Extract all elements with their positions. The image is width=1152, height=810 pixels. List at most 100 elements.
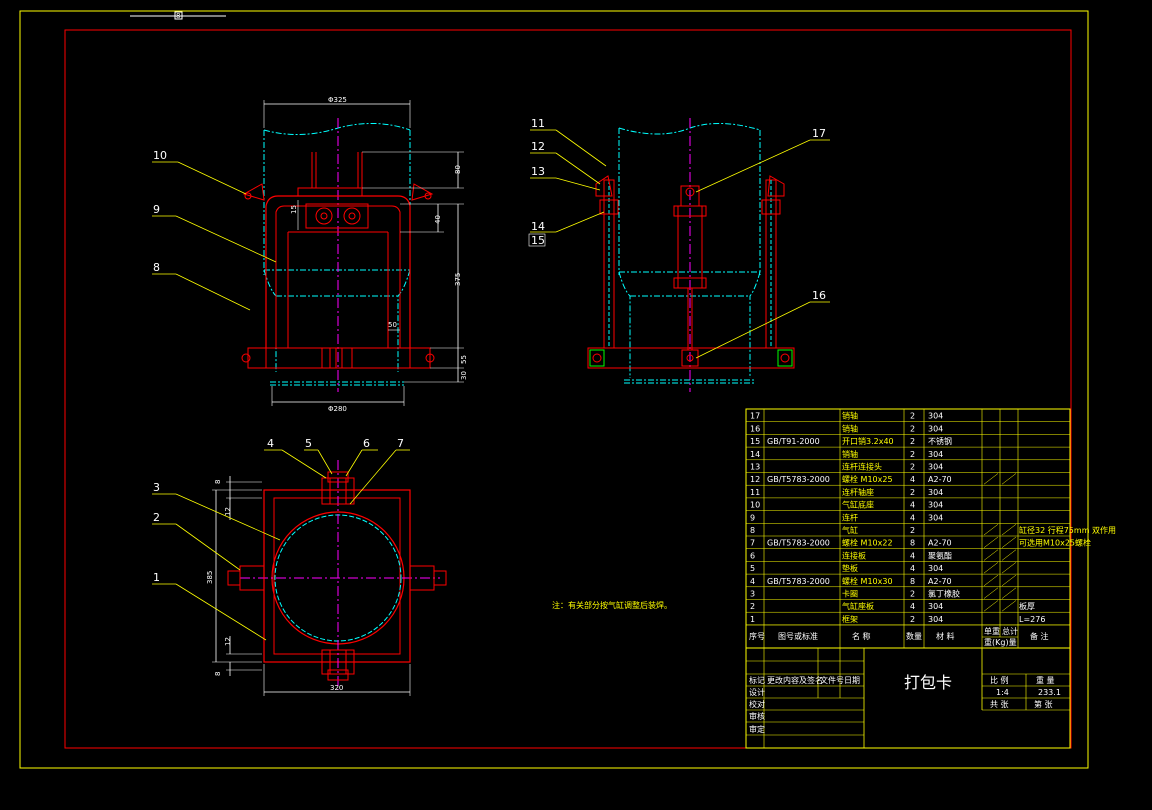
bom-row-no: 2 (750, 602, 755, 611)
callout-12: 12 (531, 140, 545, 153)
bom-row-name: 连接板 (842, 550, 866, 560)
dim-top-height-385: 385 (206, 571, 214, 584)
bom-row-qty: 2 (910, 488, 915, 497)
tb-scale-value: 1:4 (996, 688, 1009, 697)
bom-row-name: 卡圈 (842, 589, 858, 599)
bom-row-material: 304 (928, 463, 943, 472)
bom-header-weight: 重(Kg)量 (984, 637, 1017, 647)
callout-9: 9 (153, 203, 160, 216)
dim-h375: 375 (454, 273, 462, 286)
callout-13: 13 (531, 165, 545, 178)
bom-row-no: 14 (750, 450, 760, 459)
bom-header-no: 序号 (749, 631, 765, 641)
bom-header-qty: 数量 (906, 631, 922, 641)
bom-row-no: 12 (750, 475, 760, 484)
bom-row-material: 聚氨酯 (928, 550, 952, 560)
dim-bottom-width: Φ280 (328, 405, 347, 413)
bom-row-no: 1 (750, 615, 755, 624)
callout-3: 3 (153, 481, 160, 494)
bom-row-qty: 2 (910, 463, 915, 472)
bom-row-material: 304 (928, 602, 943, 611)
bom-row-no: 7 (750, 539, 755, 548)
top-view: 320 385 8 12 12 8 4 5 6 7 3 2 (152, 437, 447, 696)
bom-row-name: 垫板 (842, 563, 858, 573)
bom-row-code: GB/T5783-2000 (767, 577, 830, 586)
dim-h30: 30 (460, 371, 468, 380)
bom-row-material: 304 (928, 513, 943, 522)
bom-row-no: 15 (750, 437, 760, 446)
dim-top-width: Φ325 (328, 96, 347, 104)
bom-row-material: 304 (928, 615, 943, 624)
tb-row-approve: 审定 (749, 724, 765, 734)
bom-row-no: 10 (750, 501, 760, 510)
view-bar[interactable]: 8 (130, 11, 226, 20)
bom-row-code: GB/T91-2000 (767, 437, 820, 446)
bom-row-no: 13 (750, 463, 760, 472)
callout-4: 4 (267, 437, 274, 450)
bom-row-name: 框架 (842, 614, 858, 624)
bom-row-qty: 8 (910, 577, 915, 586)
bom-header-code: 图号或标准 (778, 631, 818, 641)
callout-17: 17 (812, 127, 826, 140)
dim-d8-bottom: 8 (214, 672, 222, 676)
bom-row-name: 连杆轴座 (842, 487, 874, 497)
bom-row-remark: 板厚 (1019, 601, 1035, 611)
title-block: 标记 设计 校对 审核 审定 更改内容及签名 文件号 日期 打包卡 比 例 重 … (745, 647, 1071, 749)
bom-row-qty: 2 (910, 450, 915, 459)
tb-weight-value: 233.1 (1038, 688, 1061, 697)
callout-11: 11 (531, 117, 545, 130)
dim-d15: 15 (290, 205, 298, 214)
callout-7: 7 (397, 437, 404, 450)
bom-header-name: 名 称 (852, 631, 871, 641)
bom-row-no: 6 (750, 551, 755, 560)
bom-row-material: 304 (928, 488, 943, 497)
bom-header-total: 总计 (1002, 626, 1018, 636)
callout-5: 5 (305, 437, 312, 450)
bom-row-name: 开口销3.2x40 (842, 436, 894, 446)
bom-row-no: 3 (750, 590, 755, 599)
bom-row-no: 11 (750, 488, 760, 497)
bom-row-material: 304 (928, 424, 943, 433)
bom-row-material: 304 (928, 501, 943, 510)
bom-row-name: 连杆 (842, 512, 858, 522)
bom-row-code: GB/T5783-2000 (767, 475, 830, 484)
dim-d8-top: 8 (214, 480, 222, 484)
callout-8: 8 (153, 261, 160, 274)
bom-row-name: 气缸座板 (842, 601, 874, 611)
drawing-title: 打包卡 (904, 673, 952, 692)
callout-6: 6 (363, 437, 370, 450)
bom-row-no: 16 (750, 424, 760, 433)
bom-row-remark: 缸径32 行程75mm 双作用 (1019, 525, 1116, 535)
dim-h80: 80 (454, 165, 462, 174)
tb-weight-label: 重 量 (1036, 675, 1055, 685)
callout-10: 10 (153, 149, 167, 162)
bom-row-no: 5 (750, 564, 755, 573)
bom-row-no: 17 (750, 412, 760, 421)
tb-col-file: 文件号 (820, 675, 844, 685)
tb-col-change: 更改内容及签名 (767, 675, 823, 685)
bom-row-remark: 可选用M10x25螺栓 (1019, 538, 1091, 548)
bom-row-name: 气缸底座 (842, 500, 874, 510)
bom-row-name: 气缸 (842, 525, 858, 535)
bom-header-material: 材 料 (936, 631, 955, 641)
bom-row-material: 304 (928, 564, 943, 573)
bom-row-code: GB/T5783-2000 (767, 539, 830, 548)
bom-row-qty: 4 (910, 602, 915, 611)
bom-row-name: 螺栓 M10x25 (842, 474, 893, 484)
bom-row-no: 9 (750, 513, 755, 522)
front-view: Φ325 Φ280 80 40 375 55 30 50 15 10 9 (152, 96, 468, 413)
bom-row-material: A2-70 (928, 475, 952, 484)
bom-row-name: 销轴 (842, 449, 858, 459)
bom-row-material: 304 (928, 412, 943, 421)
outer-frame (19, 10, 1089, 769)
bom-row-qty: 8 (910, 539, 915, 548)
dim-d12-bottom: 12 (224, 637, 232, 646)
bom-row-no: 4 (750, 577, 755, 586)
bom-row-qty: 4 (910, 551, 915, 560)
bom-row-qty: 4 (910, 475, 915, 484)
tb-row-check: 校对 (749, 699, 765, 709)
bom-header-remark: 备 注 (1030, 631, 1049, 641)
callout-14: 14 (531, 220, 545, 233)
bom-row-name: 销轴 (842, 423, 858, 433)
